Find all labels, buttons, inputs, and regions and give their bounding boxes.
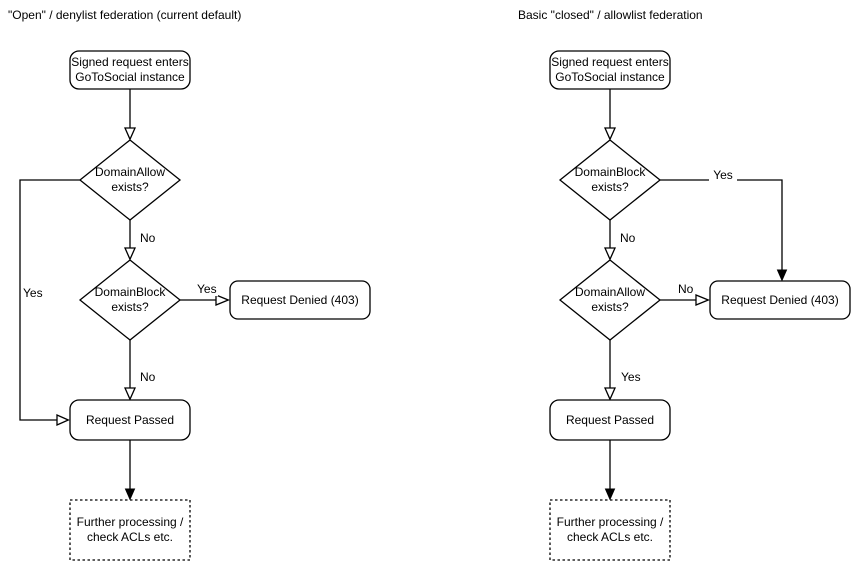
further-processing-label: Further processing / check ACLs etc. <box>556 515 664 544</box>
arrowhead-solid-icon <box>776 269 788 282</box>
request-denied-label: Request Denied (403) <box>241 292 359 307</box>
further-processing-node-shape <box>549 499 671 561</box>
start-node-label: Signed request enters GoToSocial instanc… <box>551 55 669 84</box>
decision1-diamond-shape <box>78 139 182 221</box>
decision-domainblock-label: DomainBlock exists? <box>94 285 166 314</box>
request-denied-node-shape <box>709 280 851 320</box>
arrowhead-open-icon <box>604 247 616 261</box>
flowchart-closed-allowlist: Basic "closed" / allowlist federation Si… <box>480 0 851 561</box>
arrowhead-open-icon <box>604 387 616 401</box>
decision1-diamond-shape <box>558 139 662 221</box>
edge-label-no: No <box>619 231 637 245</box>
request-passed-label: Request Passed <box>565 412 655 427</box>
chart-title: Basic "closed" / allowlist federation <box>518 8 703 22</box>
decision2-diamond-shape <box>78 259 182 341</box>
start-node-shape <box>549 50 671 90</box>
connector-layer <box>549 50 851 561</box>
arrowhead-open-icon <box>124 127 136 141</box>
decision-domainallow-label: DomainAllow exists? <box>94 165 166 194</box>
request-denied-node-shape <box>229 280 371 320</box>
request-passed-label: Request Passed <box>85 412 175 427</box>
further-processing-label: Further processing / check ACLs etc. <box>76 515 184 544</box>
arrowhead-open-icon <box>604 127 616 141</box>
request-passed-node-shape <box>549 399 671 441</box>
arrowhead-open-icon <box>56 414 70 426</box>
edge-decision1-yes <box>660 179 783 270</box>
request-passed-node-shape <box>69 399 191 441</box>
arrowhead-solid-icon <box>604 488 616 501</box>
arrowhead-open-icon <box>124 247 136 261</box>
start-node-shape <box>69 50 191 90</box>
edge-label-no: No <box>677 282 695 296</box>
decision2-diamond-shape <box>558 259 662 341</box>
edge-label-yes: Yes <box>709 169 737 182</box>
edge-label-yes: Yes <box>22 286 44 300</box>
edge-label-yes: Yes <box>196 282 218 296</box>
decision-domainblock-label: DomainBlock exists? <box>574 165 646 194</box>
edge-label-no: No <box>139 370 157 384</box>
arrowhead-open-icon <box>695 294 711 306</box>
arrowhead-open-icon <box>124 387 136 401</box>
arrowhead-open-icon <box>215 294 231 306</box>
chart-title: "Open" / denylist federation (current de… <box>8 8 242 22</box>
flowchart-open-denylist: "Open" / denylist federation (current de… <box>0 0 371 561</box>
edge-label-no: No <box>139 231 157 245</box>
edge-label-yes: Yes <box>620 370 642 384</box>
further-processing-node-shape <box>69 499 191 561</box>
edge-decision1-yes <box>19 179 80 421</box>
start-node-label: Signed request enters GoToSocial instanc… <box>71 55 189 84</box>
connector-layer <box>19 50 371 561</box>
decision-domainallow-label: DomainAllow exists? <box>574 285 646 314</box>
arrowhead-solid-icon <box>124 488 136 501</box>
request-denied-label: Request Denied (403) <box>721 292 839 307</box>
